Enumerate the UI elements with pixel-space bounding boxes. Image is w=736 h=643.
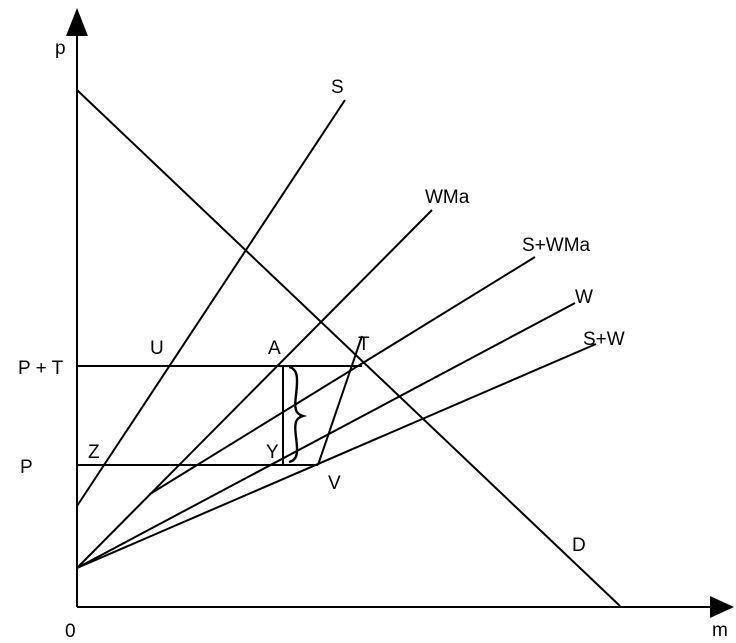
y-axis-label: p [55, 38, 66, 59]
wma-curve-label: WMa [425, 187, 470, 208]
supply-curve [76, 99, 346, 507]
w-curve [76, 302, 576, 569]
w-curve-label: W [575, 287, 593, 308]
demand-curve [76, 89, 621, 607]
curly-brace [288, 365, 308, 464]
origin-label: 0 [65, 621, 76, 642]
curves [76, 89, 621, 607]
point-a-label: A [268, 338, 281, 359]
point-u-label: U [150, 338, 164, 359]
segment-t-v [317, 335, 363, 466]
price-high-label: P + T [18, 358, 64, 379]
price-low-label: P [20, 457, 33, 478]
point-t-label: T [358, 334, 370, 355]
supply-plus-wma-curve-label: S+WMa [522, 235, 591, 256]
x-axis-arrow [710, 596, 734, 618]
supply-plus-w-curve [76, 343, 597, 569]
point-z-label: Z [88, 442, 100, 463]
supply-curve-label: S [331, 77, 344, 98]
point-v-label: V [328, 473, 341, 494]
wma-curve [76, 209, 433, 569]
supply-plus-wma-curve [149, 256, 536, 495]
point-y-label: Y [266, 442, 279, 463]
x-axis-label: m [712, 620, 728, 641]
y-axis-arrow [66, 8, 88, 36]
demand-curve-label: D [572, 535, 586, 556]
axes [66, 8, 734, 618]
supply-plus-w-curve-label: S+W [583, 329, 625, 350]
